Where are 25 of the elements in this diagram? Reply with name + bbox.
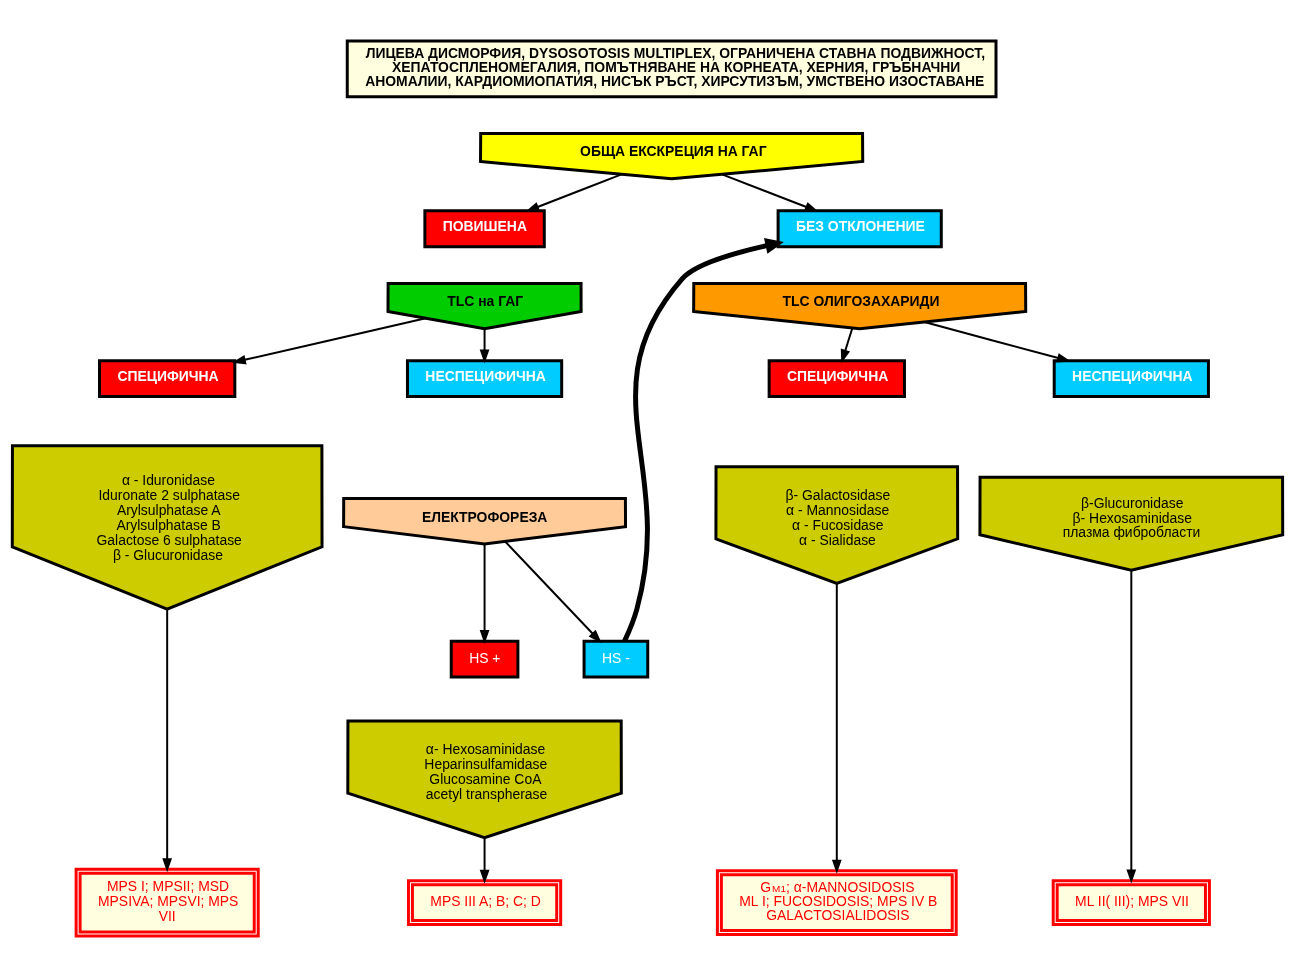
arrow bbox=[1126, 569, 1137, 883]
node-box: СПЕЦИФИЧНА bbox=[98, 358, 237, 398]
arrow bbox=[504, 539, 602, 643]
arrow bbox=[479, 542, 490, 644]
node-box: MPS III A; B; C; D bbox=[406, 878, 563, 926]
node-box: НЕСПЕЦИФИЧНА bbox=[1052, 358, 1210, 398]
arrow bbox=[525, 172, 623, 212]
node-box: СПЕЦИФИЧНА bbox=[767, 358, 906, 398]
node-box: БЕЗ ОТКЛОНЕНИЕ bbox=[776, 208, 943, 248]
node-box: HS - bbox=[582, 639, 650, 678]
arrow bbox=[923, 320, 1071, 363]
arrow bbox=[831, 581, 842, 874]
arrow bbox=[721, 172, 819, 212]
arrow bbox=[231, 316, 427, 364]
node-box: ПОВИШЕНА bbox=[423, 208, 546, 248]
node-box: НЕСПЕЦИФИЧНА bbox=[405, 358, 564, 398]
node-box: ЛИЦЕВА ДИСМОРФИЯ, DYSOSOTOSIS MULTIPLEX, ОГРАНИЧЕНА СТАВНА ПОДВИЖНОСТ, ХЕПАТОСПЛЕНОМЕГАЛИЯ, ПОМЪТНЯВАНЕ НА КОРНЕАТА, ХЕРНИЯ, ГРЪБНАЧНИ АНОМАЛИИ, КАРДИОМИОПАТИЯ, НИСЪК РЪСТ, ХИРСУТИЗЪМ, УМСТВЕНО ИЗОСТАВАНЕ bbox=[345, 39, 998, 98]
node-box: HS + bbox=[449, 639, 520, 678]
node-box: ML II( III); MPS VII bbox=[1051, 878, 1211, 926]
arrow bbox=[479, 836, 490, 884]
node-box: GM1; α-MANNOSIDOSIS ML I; FUCOSIDOSIS; MPS IV B GALACTOSIALIDOSIS bbox=[715, 868, 958, 936]
arrow bbox=[479, 327, 490, 363]
arrow bbox=[840, 326, 854, 363]
arrow bbox=[622, 237, 784, 642]
arrow bbox=[162, 607, 173, 872]
